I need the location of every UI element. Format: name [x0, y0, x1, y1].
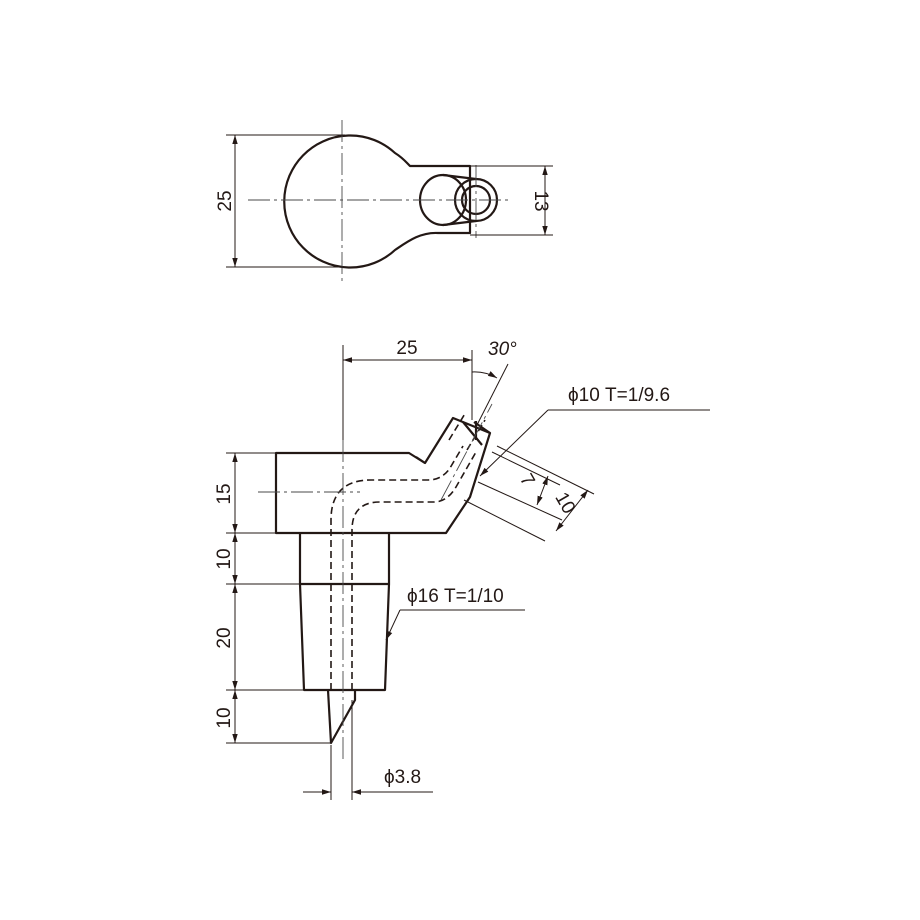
- top-dim-height: 25: [215, 190, 236, 211]
- front-dim-collar: 10: [214, 548, 235, 569]
- top-view: 25 13: [215, 120, 553, 282]
- front-view: 25 30° ϕ10 T=1/9.6 7 10 15 10 20 10: [214, 338, 710, 800]
- front-dim-nozzle-outer: 10: [550, 489, 579, 518]
- front-view-body-outline: [274, 416, 492, 535]
- front-dim-taper-length: 20: [214, 627, 235, 648]
- front-dim-nozzle-inner: 7: [515, 470, 538, 490]
- front-dim-nozzle-taper: ϕ10 T=1/9.6: [568, 385, 670, 406]
- top-dim-nozzle: 13: [530, 190, 551, 211]
- front-view-tapered-shank: [298, 583, 391, 692]
- front-view-collar: [298, 533, 391, 586]
- front-dim-tip-length: 10: [214, 707, 235, 728]
- front-dim-angle: 30°: [488, 339, 517, 360]
- front-dim-bore: ϕ3.8: [384, 767, 421, 788]
- top-view-body-outline: [283, 134, 472, 269]
- front-dim-body-height: 15: [214, 483, 235, 504]
- front-view-bore-outer: [330, 445, 464, 690]
- front-view-bore-inner: [351, 451, 477, 690]
- front-dim-shank-taper: ϕ16 T=1/10: [407, 586, 504, 607]
- front-view-tip: [326, 689, 357, 745]
- front-dim-offset: 25: [396, 338, 417, 359]
